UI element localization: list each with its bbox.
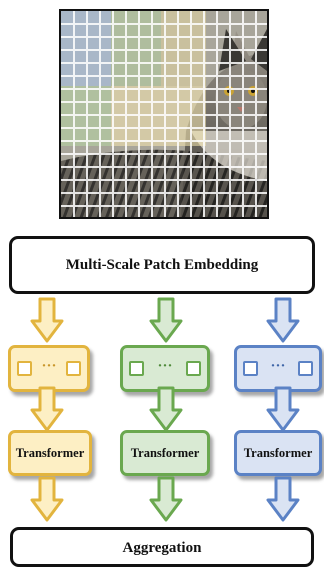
arrow-down-icon	[30, 386, 64, 432]
transformer-label: Transformer	[15, 445, 85, 460]
token-square-icon	[185, 361, 201, 376]
patch-embedding-box: Multi-Scale Patch Embedding	[9, 236, 315, 294]
token-square-icon	[297, 361, 313, 376]
transformer-label: Transformer	[243, 445, 313, 460]
arrow-down-icon	[149, 386, 183, 432]
patch-embedding-label: Multi-Scale Patch Embedding	[65, 256, 259, 273]
arrow-down-icon	[149, 476, 183, 522]
arrow-down-icon	[30, 297, 64, 343]
arrow-down-icon	[30, 476, 64, 522]
token-ellipsis: ···	[270, 358, 286, 374]
aggregation-box: Aggregation	[10, 527, 314, 567]
aggregation-label: Aggregation	[122, 540, 202, 556]
transformer-block: Transformer	[120, 430, 210, 476]
token-sequence-box: ···	[120, 345, 210, 392]
token-square-icon	[65, 361, 81, 376]
arrow-down-icon	[266, 476, 300, 522]
input-image	[59, 9, 269, 219]
token-sequence-box: ···	[234, 345, 322, 392]
token-ellipsis: ···	[41, 358, 57, 374]
transformer-block: Transformer	[8, 430, 92, 476]
token-sequence-box: ···	[8, 345, 90, 392]
token-square-icon	[129, 361, 144, 376]
transformer-block: Transformer	[234, 430, 322, 476]
arrow-down-icon	[266, 386, 300, 432]
token-square-icon	[243, 361, 258, 376]
arrow-down-icon	[149, 297, 183, 343]
token-ellipsis: ···	[157, 358, 173, 374]
token-square-icon	[17, 361, 32, 376]
arrow-down-icon	[266, 297, 300, 343]
cat-image-with-patch-grid	[61, 11, 267, 217]
transformer-label: Transformer	[130, 445, 200, 460]
